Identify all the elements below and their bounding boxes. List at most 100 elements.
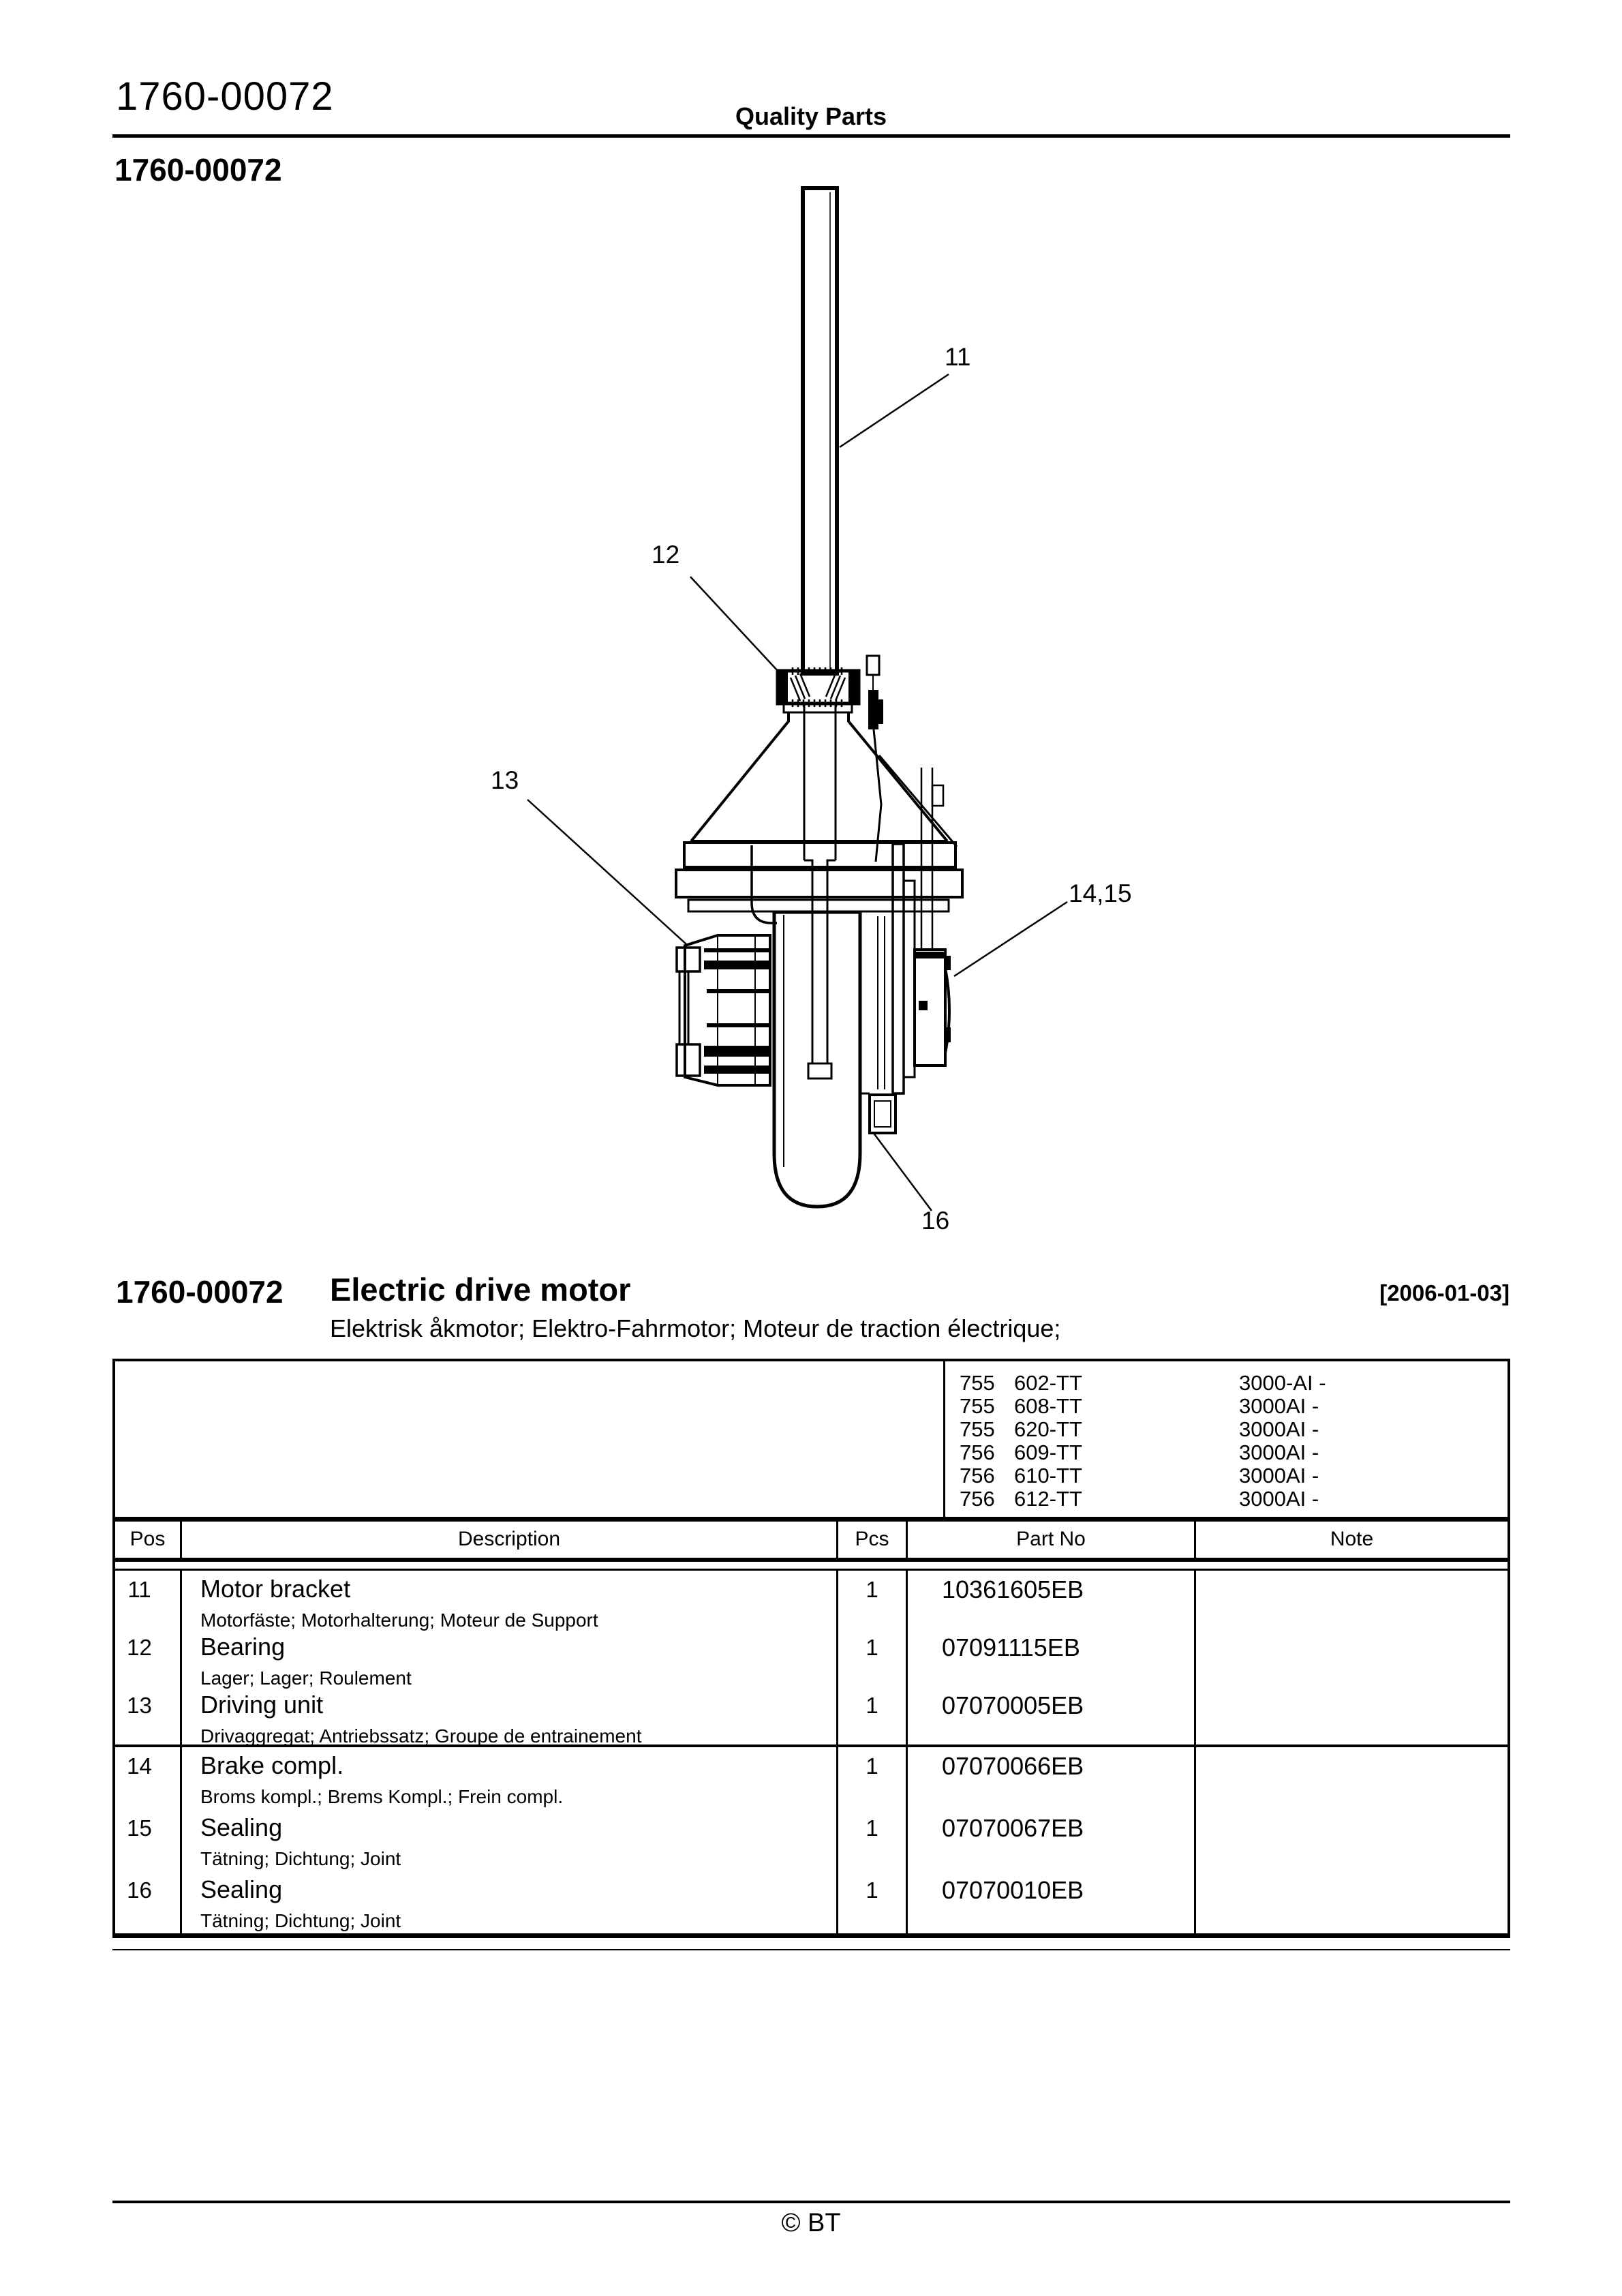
cell-pcs: 1 [838, 1747, 908, 1809]
cell-description: Sealing Tätning; Dichtung; Joint [182, 1809, 838, 1871]
serial-row: 755 620-TT 3000AI - [960, 1418, 1508, 1441]
serial-type: 609-TT [1014, 1440, 1082, 1464]
description-main: Driving unit [200, 1691, 324, 1719]
sealing-bracket-part [860, 1092, 897, 1134]
table-row: 12 Bearing Lager; Lager; Roulement 1 070… [115, 1629, 1508, 1689]
table-row: 13 Driving unit Drivaggregat; Antriebssa… [115, 1687, 1508, 1747]
cell-note [1196, 1871, 1508, 1933]
parts-table: 755 602-TT 3000-AI - 755 608-TT 3000AI - 755… [112, 1359, 1510, 1938]
serial-row: 756 610-TT 3000AI - [960, 1464, 1508, 1487]
cell-pcs: 1 [838, 1809, 908, 1871]
serial-model: 755 [960, 1371, 995, 1395]
shaft-part [801, 186, 839, 1080]
cell-description: Motor bracket Motorfäste; Motorhalterung… [182, 1571, 838, 1631]
table-row: 16 Sealing Tätning; Dichtung; Joint 1 07… [115, 1871, 1508, 1933]
col-header-pos: Pos [115, 1522, 182, 1558]
serial-series: 3000AI - [1239, 1464, 1319, 1487]
serial-model: 755 [960, 1417, 995, 1441]
cell-note [1196, 1687, 1508, 1747]
cell-description: Sealing Tätning; Dichtung; Joint [182, 1871, 838, 1933]
callout-label-13: 13 [491, 766, 519, 794]
brake-assembly-part [891, 768, 951, 1095]
serial-row: 756 609-TT 3000AI - [960, 1441, 1508, 1464]
flange-plates [675, 841, 964, 913]
group-separator-rule [115, 1744, 1508, 1747]
table-row: 14 Brake compl. Broms kompl.; Brems Komp… [115, 1747, 1508, 1809]
cell-note [1196, 1809, 1508, 1871]
cell-pcs: 1 [838, 1687, 908, 1747]
cell-pos: 14 [115, 1747, 182, 1809]
cell-note [1196, 1747, 1508, 1809]
serial-model: 756 [960, 1464, 995, 1487]
cell-pos: 12 [115, 1629, 182, 1689]
table-header-row: Pos Description Pcs Part No Note [115, 1517, 1508, 1562]
bearing-part [776, 667, 861, 714]
table-row: 11 Motor bracket Motorfäste; Motorhalter… [115, 1571, 1508, 1631]
section-number: 1760-00072 [116, 1274, 284, 1310]
cell-description: Bearing Lager; Lager; Roulement [182, 1629, 838, 1689]
description-main: Brake compl. [200, 1751, 344, 1779]
description-main: Sealing [200, 1813, 283, 1841]
cell-pos: 11 [115, 1571, 182, 1631]
col-header-description: Description [182, 1522, 838, 1558]
cell-pcs: 1 [838, 1871, 908, 1933]
cell-pos: 13 [115, 1687, 182, 1747]
cell-pcs: 1 [838, 1629, 908, 1689]
cell-description: Driving unit Drivaggregat; Antriebssatz;… [182, 1687, 838, 1747]
description-translations: Motorfäste; Motorhalterung; Moteur de Su… [200, 1610, 598, 1631]
callout-label-12: 12 [652, 541, 680, 569]
serial-row: 755 602-TT 3000-AI - [960, 1372, 1508, 1395]
serial-type: 620-TT [1014, 1417, 1082, 1441]
cell-pcs: 1 [838, 1571, 908, 1631]
motor-diagram [527, 186, 1068, 1211]
wheel-housing [772, 910, 885, 1209]
section-title: Electric drive motor [330, 1271, 631, 1308]
description-main: Sealing [200, 1875, 283, 1903]
cell-part-no: 10361605EB [908, 1571, 1196, 1631]
cell-description: Brake compl. Broms kompl.; Brems Kompl.;… [182, 1747, 838, 1809]
table-bottom-rule [112, 1949, 1510, 1950]
serial-series: 3000AI - [1239, 1417, 1319, 1441]
description-main: Motor bracket [200, 1575, 351, 1603]
cell-note [1196, 1629, 1508, 1689]
header-rule [112, 134, 1510, 138]
serial-series: 3000AI - [1239, 1487, 1319, 1511]
callout-label-16: 16 [921, 1207, 950, 1235]
cell-part-no: 07070067EB [908, 1809, 1196, 1871]
serial-series: 3000-AI - [1239, 1371, 1326, 1395]
header-double-rule [115, 1562, 1508, 1571]
description-translations: Drivaggregat; Antriebssatz; Groupe de en… [200, 1725, 642, 1747]
cell-part-no: 07070066EB [908, 1747, 1196, 1809]
serial-range-box: 755 602-TT 3000-AI - 755 608-TT 3000AI - 755… [115, 1361, 1508, 1517]
cell-part-no: 07070010EB [908, 1871, 1196, 1933]
serial-box-divider [943, 1361, 945, 1517]
doc-number-header: 1760-00072 [116, 74, 334, 119]
serial-model: 755 [960, 1394, 995, 1418]
serial-type: 602-TT [1014, 1371, 1082, 1395]
cell-note [1196, 1571, 1508, 1631]
cell-part-no: 07091115EB [908, 1629, 1196, 1689]
serial-type: 612-TT [1014, 1487, 1082, 1511]
cell-part-no: 07070005EB [908, 1687, 1196, 1747]
motor-bracket-cone [690, 712, 958, 924]
revision-date: [2006-01-03] [1379, 1280, 1510, 1305]
callout-label-11: 11 [945, 343, 971, 371]
serial-model: 756 [960, 1440, 995, 1464]
page-header-title: Quality Parts [735, 102, 887, 130]
col-header-note: Note [1330, 1528, 1374, 1550]
serial-series: 3000AI - [1239, 1440, 1319, 1464]
col-header-part-no: Part No [908, 1522, 1196, 1558]
doc-number-subheader: 1760-00072 [114, 152, 282, 187]
serial-type: 608-TT [1014, 1394, 1082, 1418]
serial-type: 610-TT [1014, 1464, 1082, 1487]
callout-label-14-15: 14,15 [1069, 879, 1132, 907]
cell-pos: 15 [115, 1809, 182, 1871]
serial-model: 756 [960, 1487, 995, 1511]
driving-unit-part [675, 934, 771, 1087]
description-main: Bearing [200, 1633, 286, 1661]
table-row: 15 Sealing Tätning; Dichtung; Joint 1 07… [115, 1809, 1508, 1871]
description-translations: Tätning; Dichtung; Joint [200, 1848, 401, 1869]
description-translations: Tätning; Dichtung; Joint [200, 1910, 401, 1931]
